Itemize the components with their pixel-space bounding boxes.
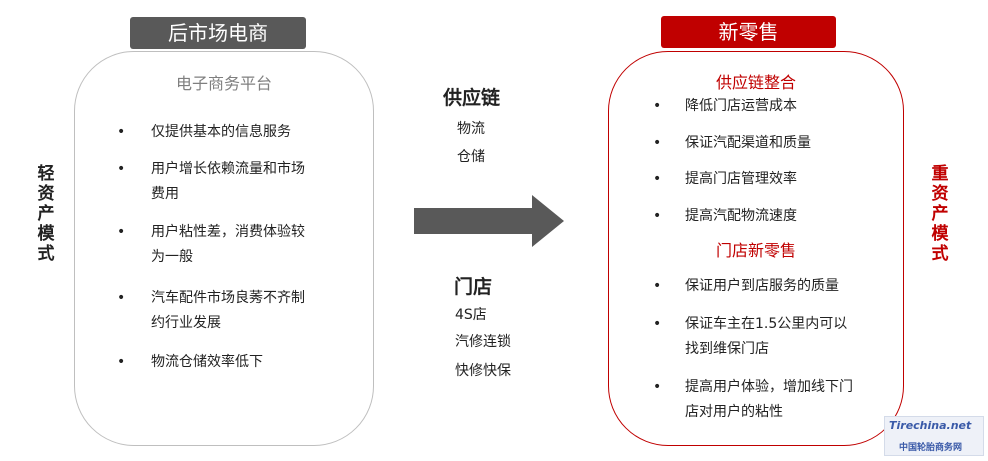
store-item-4s: 4S店 bbox=[455, 307, 487, 323]
label-heavy-asset-model: 重资产模式 bbox=[931, 164, 949, 264]
bullet-icon: • bbox=[653, 278, 662, 294]
bullet-icon: • bbox=[653, 135, 662, 151]
list-item-text: 用户粘性差，消费体验较为一般 bbox=[151, 224, 305, 265]
ecommerce-platform-panel: 电子商务平台 • 仅提供基本的信息服务 • 用户增长依赖流量和市场费用 • 用户… bbox=[74, 51, 374, 446]
supply-item-warehousing: 仓储 bbox=[457, 149, 485, 165]
watermark-logo: Tirechina.net bbox=[889, 419, 972, 432]
supply-chain-title: 供应链 bbox=[443, 87, 501, 109]
bullet-icon: • bbox=[117, 290, 126, 306]
list-item-text: 保证车主在1.5公里内可以找到维保门店 bbox=[685, 316, 848, 357]
list-item-text: 用户增长依赖流量和市场费用 bbox=[151, 161, 305, 202]
tirechina-watermark: Tirechina.net 中国轮胎商务网 bbox=[884, 416, 984, 456]
supply-chain-integration-heading: 供应链整合 bbox=[715, 73, 796, 92]
store-item-quick-service: 快修快保 bbox=[455, 363, 511, 379]
list-item-text: 降低门店运营成本 bbox=[685, 98, 797, 114]
bullet-icon: • bbox=[653, 171, 662, 187]
bullet-icon: • bbox=[653, 316, 662, 332]
list-item-text: 汽车配件市场良莠不齐制约行业发展 bbox=[151, 290, 305, 331]
list-item-text: 物流仓储效率低下 bbox=[151, 354, 263, 370]
panel-heading: 电子商务平台 bbox=[175, 74, 272, 93]
bullet-icon: • bbox=[117, 224, 126, 240]
new-retail-panel: 供应链整合 • 降低门店运营成本 • 保证汽配渠道和质量 • 提高门店管理效率 … bbox=[608, 51, 904, 446]
bullet-icon: • bbox=[117, 124, 126, 140]
store-item-repair-chain: 汽修连锁 bbox=[455, 334, 511, 350]
store-title: 门店 bbox=[454, 276, 493, 298]
tab-aftermarket-ecommerce: 后市场电商 bbox=[130, 17, 306, 49]
label-light-asset-model: 轻资产模式 bbox=[37, 164, 55, 264]
right-arrow-icon bbox=[414, 195, 564, 247]
store-new-retail-heading: 门店新零售 bbox=[715, 241, 796, 260]
tab-new-retail: 新零售 bbox=[661, 16, 836, 48]
list-item-text: 提高门店管理效率 bbox=[685, 171, 797, 187]
bullet-icon: • bbox=[653, 379, 662, 395]
list-item-text: 提高汽配物流速度 bbox=[685, 208, 797, 224]
watermark-text: 中国轮胎商务网 bbox=[899, 443, 963, 453]
bullet-icon: • bbox=[117, 354, 126, 370]
bullet-icon: • bbox=[117, 161, 126, 177]
list-item-text: 提高用户体验，增加线下门店对用户的粘性 bbox=[685, 379, 853, 420]
list-item-text: 保证汽配渠道和质量 bbox=[685, 135, 811, 151]
list-item-text: 仅提供基本的信息服务 bbox=[151, 124, 291, 140]
supply-item-logistics: 物流 bbox=[457, 121, 485, 137]
bullet-icon: • bbox=[653, 98, 662, 114]
list-item-text: 保证用户到店服务的质量 bbox=[685, 278, 839, 294]
bullet-icon: • bbox=[653, 208, 662, 224]
